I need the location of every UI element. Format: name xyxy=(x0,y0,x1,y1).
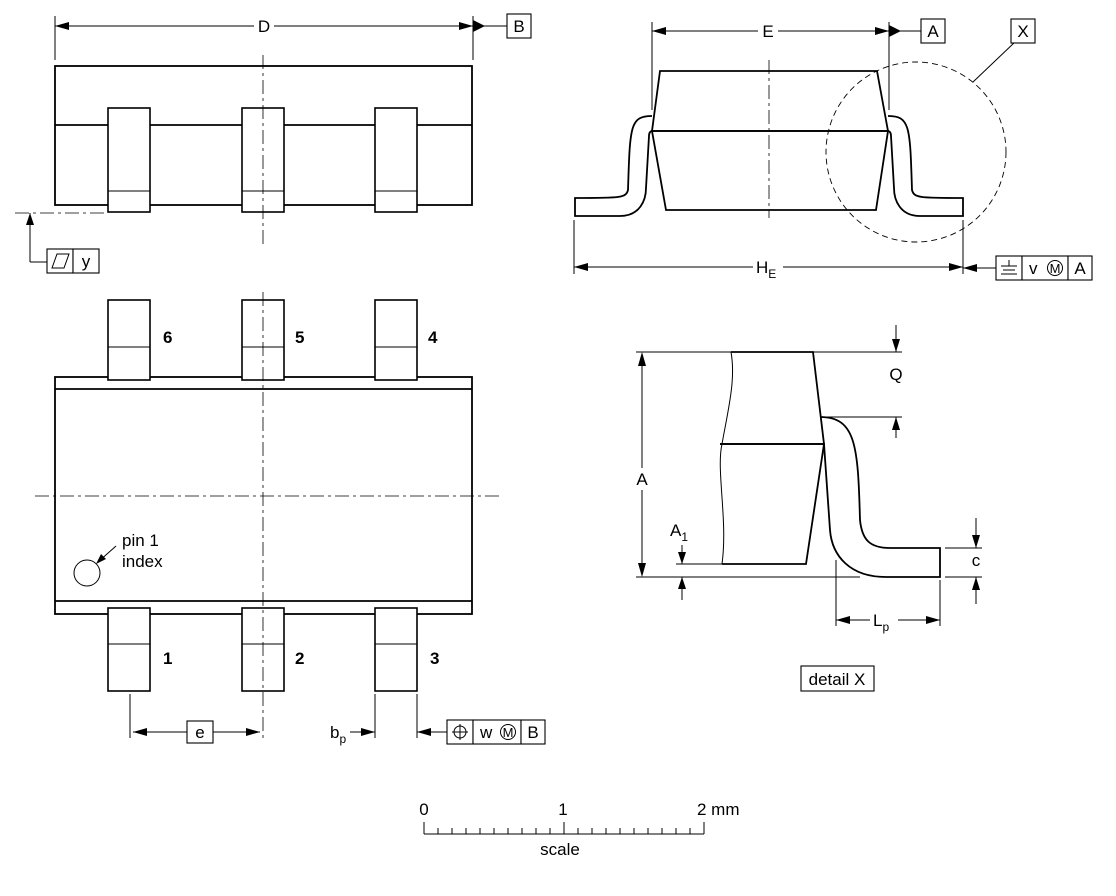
dimension-Lp-label: Lp xyxy=(873,611,889,634)
dimension-A1-label: A1 xyxy=(670,521,688,544)
datum-A-box xyxy=(920,18,946,44)
datum-A-label: A xyxy=(927,22,939,41)
ground-symbol-box xyxy=(995,255,1023,281)
lead-pin-5 xyxy=(241,299,285,381)
scale-label-2mm: 2 mm xyxy=(697,800,740,819)
detail-x-circle xyxy=(825,61,1007,243)
scale-label-1: 1 xyxy=(558,800,567,819)
pin-label-4: 4 xyxy=(428,328,438,347)
lead-pin-6 xyxy=(107,299,151,381)
ground-datum: A xyxy=(1074,259,1086,278)
position-datum: B xyxy=(527,723,538,742)
pin-label-3: 3 xyxy=(430,649,439,668)
end-view: X E A HE v M xyxy=(573,18,1093,281)
flatness-value: y xyxy=(82,252,91,271)
pin1-label-line2: index xyxy=(122,552,163,571)
flatness-symbol-box xyxy=(46,248,74,274)
dimension-Q-label: Q xyxy=(889,365,902,384)
detail-caption-box xyxy=(800,665,875,692)
dimension-e-label: e xyxy=(195,723,204,742)
scale-bar: 0 1 2 mm scale xyxy=(419,800,739,859)
dimension-c-label: c xyxy=(972,551,981,570)
position-datum-box xyxy=(520,719,546,745)
scale-ticks xyxy=(423,822,705,834)
pin-label-2: 2 xyxy=(295,649,304,668)
scale-label-0: 0 xyxy=(419,800,428,819)
detail-x-box xyxy=(1010,18,1036,44)
position-modifier: M xyxy=(503,725,514,740)
dimension-e-box xyxy=(186,720,214,744)
detail-x-label: X xyxy=(1017,22,1028,41)
end-view-left-lead xyxy=(574,115,653,217)
detail-x-view: A A1 Q c Lp detail X xyxy=(632,325,982,692)
position-value: w xyxy=(479,723,493,742)
dimension-E-label: E xyxy=(762,22,773,41)
top-view: 6 5 4 1 2 3 pin 1 index e bp w xyxy=(35,292,546,746)
detail-lead xyxy=(819,416,941,578)
end-view-lower-body xyxy=(650,130,890,211)
detail-caption: detail X xyxy=(809,670,866,689)
detail-upper-body xyxy=(720,351,826,445)
side-view: D B y xyxy=(15,13,532,274)
flatness-value-box xyxy=(72,248,100,274)
top-view-body xyxy=(54,376,473,615)
lead-pin-4 xyxy=(374,299,418,381)
pin1-label-line1: pin 1 xyxy=(122,531,159,550)
pin-label-5: 5 xyxy=(295,328,304,347)
position-modifier-circle xyxy=(500,724,516,740)
end-view-upper-body xyxy=(650,70,890,132)
pin-label-6: 6 xyxy=(163,328,172,347)
detail-break-line xyxy=(719,351,734,565)
dimension-bp-label: bp xyxy=(330,723,346,746)
scale-caption: scale xyxy=(540,840,580,859)
dimension-A-label: A xyxy=(636,470,648,489)
position-value-box xyxy=(472,719,522,745)
ground-value-box xyxy=(1021,255,1069,281)
detail-lower-body xyxy=(720,443,826,565)
lead-pin-1 xyxy=(107,607,151,692)
ground-value: v xyxy=(1029,259,1038,278)
ground-datum-box xyxy=(1067,255,1093,281)
pin-label-1: 1 xyxy=(163,649,172,668)
end-view-right-lead xyxy=(887,115,964,217)
ground-modifier: M xyxy=(1050,261,1061,276)
datum-B-label: B xyxy=(513,17,524,36)
parallelogram-icon xyxy=(51,253,70,269)
ground-icon xyxy=(1001,260,1017,275)
lead-pin-3 xyxy=(374,607,418,692)
dimension-D-label: D xyxy=(258,17,270,36)
ground-modifier-circle xyxy=(1047,260,1063,276)
dimension-HE-label: HE xyxy=(756,258,776,281)
side-lead-1 xyxy=(107,107,151,213)
datum-B-box xyxy=(506,13,532,39)
side-lead-3 xyxy=(374,107,418,213)
pin1-index-circle xyxy=(73,559,101,587)
